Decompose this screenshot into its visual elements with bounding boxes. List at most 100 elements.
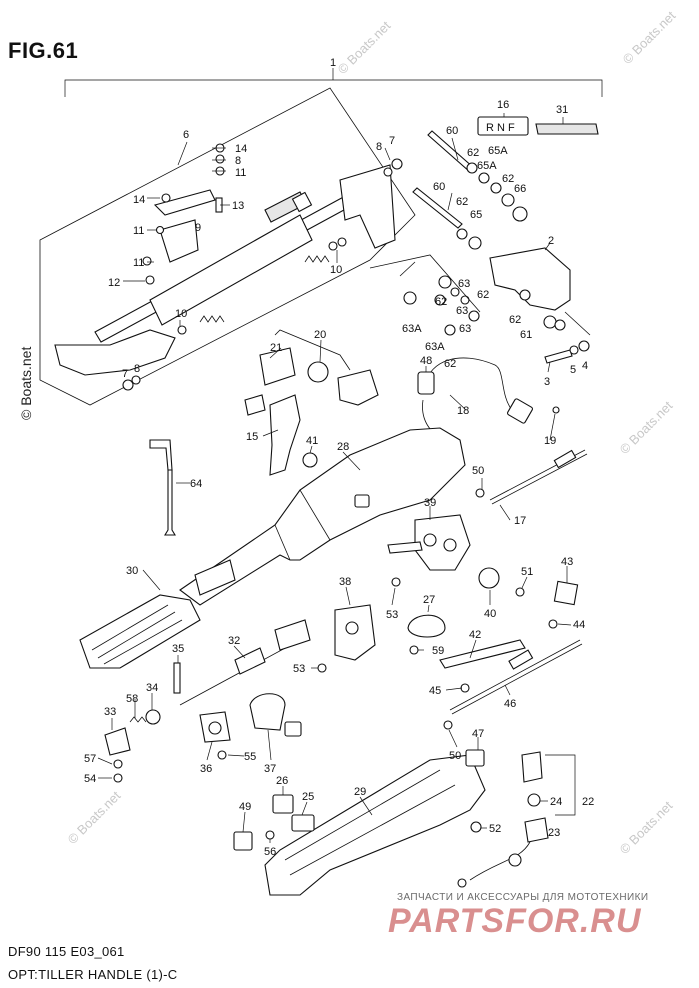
callout-13: 13 (232, 200, 244, 212)
callout-62c: 62 (456, 196, 468, 208)
callout-numbers: 1 6 14 8 11 14 13 9 11 11 12 7 8 10 10 8… (84, 57, 594, 858)
callout-7b: 7 (122, 368, 128, 380)
callout-50a: 50 (472, 465, 484, 477)
callout-17: 17 (514, 515, 526, 527)
callout-10b: 10 (175, 308, 187, 320)
lower-parts (104, 329, 588, 896)
figure-name: OPT:TILLER HANDLE (1)-C (8, 967, 178, 982)
callout-42: 42 (469, 629, 481, 641)
upper-handle-assembly (39, 87, 416, 406)
callout-11a: 11 (235, 167, 246, 179)
figure-title: FIG.61 (8, 38, 79, 63)
callout-48: 48 (420, 355, 432, 367)
callout-28: 28 (337, 441, 349, 453)
callout-62f: 62 (444, 358, 456, 370)
callout-20: 20 (314, 329, 326, 341)
callout-60a: 60 (446, 125, 458, 137)
callout-47: 47 (472, 728, 484, 740)
callout-21: 21 (270, 342, 282, 354)
callout-11c: 11 (133, 257, 144, 269)
leader-lines (97, 113, 572, 843)
callout-23: 23 (548, 827, 560, 839)
callout-27: 27 (423, 594, 435, 606)
callout-8a: 8 (235, 155, 241, 167)
callout-60b: 60 (433, 181, 445, 193)
callout-63A-a: 63A (402, 323, 422, 335)
callout-8b: 8 (376, 141, 382, 153)
callout-51: 51 (521, 566, 533, 578)
callout-53b: 53 (293, 663, 305, 675)
callout-45: 45 (429, 685, 441, 697)
callout-34: 34 (146, 682, 158, 694)
callout-63a: 63 (458, 278, 470, 290)
tiller-handle-arm (79, 427, 466, 669)
callout-38: 38 (339, 576, 351, 588)
callout-31: 31 (556, 104, 568, 116)
callout-62g: 62 (509, 314, 521, 326)
callout-46: 46 (504, 698, 516, 710)
callout-12: 12 (108, 277, 120, 289)
shift-plate-text: R N F (486, 122, 515, 134)
shift-bracket-assembly: R N F (369, 116, 599, 364)
callout-11b: 11 (133, 225, 144, 237)
callout-14b: 14 (133, 194, 145, 206)
callout-39: 39 (424, 497, 436, 509)
callout-24: 24 (550, 796, 562, 808)
shop-tagline: ЗАПЧАСТИ И АКСЕССУАРЫ ДЛЯ МОТОТЕХНИКИ (397, 892, 649, 903)
callout-53a: 53 (386, 609, 398, 621)
callout-62b: 62 (502, 173, 514, 185)
callout-59: 59 (432, 645, 444, 657)
callout-56: 56 (264, 846, 276, 858)
callout-49: 49 (239, 801, 251, 813)
callout-43: 43 (561, 556, 573, 568)
callout-62d: 62 (435, 296, 447, 308)
callout-10a: 10 (330, 264, 342, 276)
callout-65: 65 (470, 209, 482, 221)
callout-19: 19 (544, 435, 556, 447)
callout-25: 25 (302, 791, 314, 803)
callout-44: 44 (573, 619, 585, 631)
callout-57: 57 (84, 753, 96, 765)
callout-64: 64 (190, 478, 202, 490)
throttle-cable-assembly (417, 357, 560, 441)
callout-55: 55 (244, 751, 256, 763)
callout-2: 2 (548, 235, 554, 247)
callout-50b: 50 (449, 750, 461, 762)
callout-15: 15 (246, 431, 258, 443)
callout-61: 61 (520, 329, 532, 341)
callout-36: 36 (200, 763, 212, 775)
callout-26: 26 (276, 775, 288, 787)
callout-54: 54 (84, 773, 96, 785)
callout-5: 5 (570, 364, 576, 376)
callout-52: 52 (489, 823, 501, 835)
callout-58: 58 (126, 693, 138, 705)
callout-18: 18 (457, 405, 469, 417)
callout-41: 41 (306, 435, 318, 447)
callout-1: 1 (330, 57, 336, 69)
callout-62e: 62 (477, 289, 489, 301)
callout-7a: 7 (389, 135, 395, 147)
callout-62a: 62 (467, 147, 479, 159)
callout-65A-a: 65A (488, 145, 508, 157)
callout-40: 40 (484, 608, 496, 620)
callout-30: 30 (126, 565, 138, 577)
callout-35: 35 (172, 643, 184, 655)
callout-33: 33 (104, 706, 116, 718)
callout-37: 37 (264, 763, 276, 775)
callout-3: 3 (544, 376, 550, 388)
callout-29: 29 (354, 786, 366, 798)
callout-6: 6 (183, 129, 189, 141)
callout-63A-b: 63A (425, 341, 445, 353)
callout-8c: 8 (134, 363, 140, 375)
figure-code: DF90 115 E03_061 (8, 944, 125, 959)
callout-16: 16 (497, 99, 509, 111)
assembly-bracket (64, 68, 603, 97)
callout-65A-b: 65A (477, 160, 497, 172)
callout-32: 32 (228, 635, 240, 647)
callout-63b: 63 (456, 305, 468, 317)
callout-9: 9 (195, 222, 201, 234)
callout-14a: 14 (235, 143, 247, 155)
shop-logo: PARTSFOR.RU (388, 902, 642, 940)
callout-4: 4 (582, 360, 588, 372)
